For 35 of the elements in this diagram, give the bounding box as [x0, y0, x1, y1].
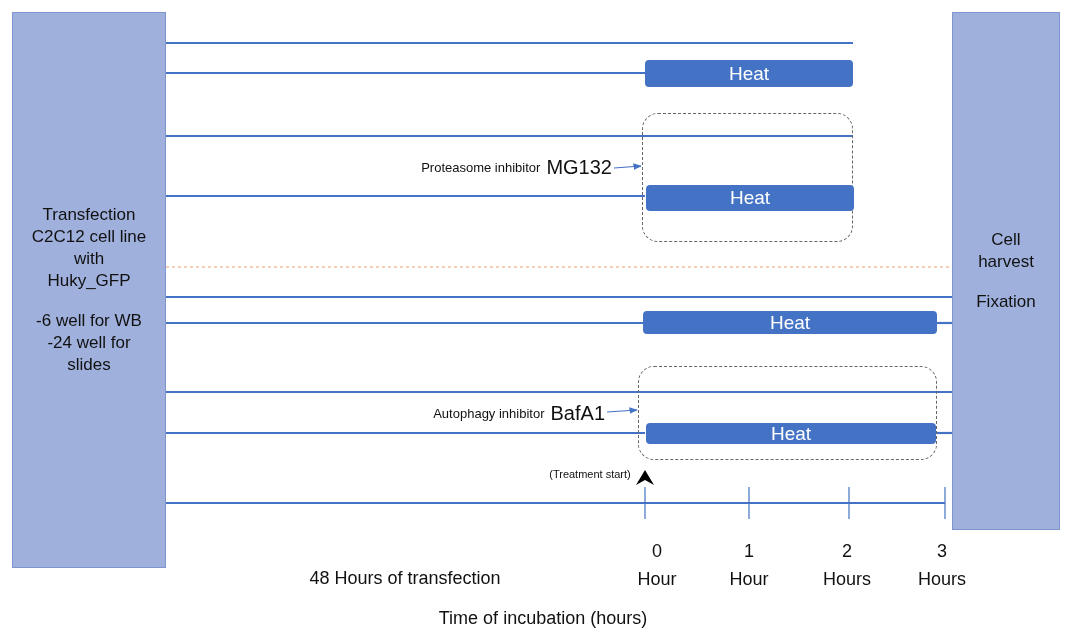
agent-description: Proteasome inhibitor: [421, 159, 541, 175]
tick-label: 0 Hour: [637, 540, 677, 591]
stage-panel: [12, 12, 166, 568]
panel-text: Fixation: [976, 291, 1036, 314]
tick-label: 1 Hour: [729, 540, 769, 591]
timeline-line: [166, 41, 853, 45]
timeline-line: [166, 134, 853, 138]
timeline-line: [937, 321, 952, 325]
arrow: [613, 163, 642, 170]
timeline-line: [166, 295, 952, 299]
timeline-line: [166, 390, 952, 394]
tick-label: 3 Hours: [918, 540, 966, 591]
axis-label: 48 Hours of transfection: [309, 567, 501, 590]
dashed-frame: [638, 366, 937, 460]
panel-text: Cell harvest: [977, 228, 1035, 273]
arrow: [606, 407, 638, 414]
heat-bar: Heat: [645, 60, 853, 87]
timeline-line: [166, 321, 643, 325]
dashed-frame: [642, 113, 853, 242]
timeline-line: [935, 431, 952, 435]
axis-label: Time of incubation (hours): [438, 607, 648, 630]
heat-bar: Heat: [643, 311, 937, 334]
timeline-line: [166, 431, 645, 435]
heat-bar: Heat: [646, 185, 854, 211]
timeline-line: [166, 71, 645, 75]
panel-text: Transfection C2C12 cell line with Huky_GFP: [30, 203, 148, 292]
panel-text: -6 well for WB -24 well for slides: [35, 310, 143, 377]
heat-bar: Heat: [646, 423, 936, 444]
agent-name: MG132: [546, 155, 612, 179]
stage-panel: [952, 12, 1060, 530]
timeline-line: [166, 194, 645, 198]
tick-label: 2 Hours: [823, 540, 871, 591]
annotation-text: (Treatment start): [549, 467, 631, 482]
agent-name: BafA1: [550, 401, 605, 425]
agent-description: Autophagy inhibitor: [433, 405, 545, 421]
